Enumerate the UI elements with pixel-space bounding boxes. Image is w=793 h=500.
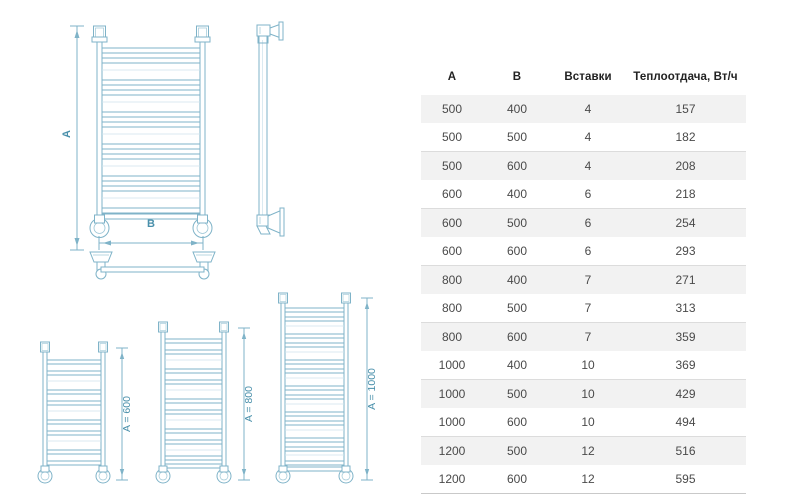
cell-inserts: 12 (581, 444, 595, 458)
svg-text:A: A (61, 130, 73, 138)
svg-text:A = 1000: A = 1000 (366, 368, 378, 410)
cell-inserts: 7 (584, 330, 592, 344)
mounting-bracket-view (89, 251, 216, 280)
cell-heat-output: 218 (675, 187, 696, 201)
table-row: 1000 500 10 429 (421, 379, 746, 408)
svg-text:A = 800: A = 800 (243, 386, 255, 422)
cell-a: 600 (441, 244, 463, 258)
cell-heat-output: 494 (675, 415, 696, 429)
column-header-b: B (512, 71, 522, 83)
dimension-line-a: A (61, 25, 84, 251)
cell-b: 400 (506, 358, 528, 372)
table-header: A B Вставки Теплоотдача, Вт/ч (421, 62, 746, 95)
cell-heat-output: 293 (675, 244, 696, 258)
cell-inserts: 6 (584, 216, 592, 230)
table-row: 1000 400 10 369 (421, 351, 746, 380)
svg-text:B: B (147, 218, 155, 230)
cell-b: 600 (506, 159, 528, 173)
table-row: 1200 600 12 595 (421, 465, 746, 494)
cell-a: 600 (441, 216, 463, 230)
cell-a: 1200 (438, 472, 466, 486)
cell-a: 1000 (438, 415, 466, 429)
table-row: 600 500 6 254 (421, 208, 746, 237)
column-header-a: A (447, 71, 457, 83)
cell-heat-output: 254 (675, 216, 696, 230)
cell-inserts: 4 (584, 159, 592, 173)
table-row: 800 600 7 359 (421, 322, 746, 351)
cell-heat-output: 595 (675, 472, 696, 486)
cell-a: 800 (441, 330, 463, 344)
cell-inserts: 6 (584, 244, 592, 258)
variant-drawing-1000: A = 1000 (275, 292, 378, 484)
cell-inserts: 4 (584, 102, 592, 116)
cell-a: 1000 (438, 358, 466, 372)
specifications-table: A B Вставки Теплоотдача, Вт/ч 500 400 4 157… (421, 62, 746, 494)
dimension-1000: A = 1000 (361, 297, 378, 481)
cell-b: 500 (506, 301, 528, 315)
cell-b: 500 (506, 216, 528, 230)
table-row: 600 600 6 293 (421, 237, 746, 266)
table-row: 500 600 4 208 (421, 151, 746, 180)
cell-a: 500 (441, 159, 463, 173)
cell-heat-output: 359 (675, 330, 696, 344)
cell-b: 500 (506, 387, 528, 401)
cell-heat-output: 271 (675, 273, 696, 287)
table-row: 800 400 7 271 (421, 265, 746, 294)
cell-b: 500 (506, 130, 528, 144)
cell-inserts: 4 (584, 130, 592, 144)
cell-inserts: 12 (581, 472, 595, 486)
cell-a: 800 (441, 301, 463, 315)
cell-heat-output: 313 (675, 301, 696, 315)
cell-heat-output: 182 (675, 130, 696, 144)
table-body: 500 400 4 157 500 500 4 182 500 600 4 208 600 400 6 218… (421, 95, 746, 494)
cell-a: 500 (441, 130, 463, 144)
column-header-heat-output: Теплоотдача, Вт/ч (633, 71, 738, 83)
cell-a: 1200 (438, 444, 466, 458)
table-row: 500 400 4 157 (421, 95, 746, 123)
cell-a: 500 (441, 102, 463, 116)
table-row: 1000 600 10 494 (421, 408, 746, 437)
cell-heat-output: 516 (675, 444, 696, 458)
column-header-inserts: Вставки (564, 71, 612, 83)
variant-drawing-800: A = 800 (155, 321, 255, 484)
cell-b: 400 (506, 102, 528, 116)
table-row: 800 500 7 313 (421, 294, 746, 323)
cell-inserts: 6 (584, 187, 592, 201)
cell-inserts: 10 (581, 387, 595, 401)
front-view-drawing: A (61, 25, 216, 280)
cell-b: 600 (506, 330, 528, 344)
cell-b: 600 (506, 472, 528, 486)
table-row: 1200 500 12 516 (421, 436, 746, 465)
cell-inserts: 7 (584, 273, 592, 287)
cell-inserts: 10 (581, 415, 595, 429)
table-row: 600 400 6 218 (421, 180, 746, 209)
table-header-row: A B Вставки Теплоотдача, Вт/ч (421, 62, 746, 95)
cell-inserts: 7 (584, 301, 592, 315)
cell-b: 400 (506, 187, 528, 201)
cell-heat-output: 429 (675, 387, 696, 401)
dimension-800: A = 800 (238, 327, 255, 481)
cell-b: 400 (506, 273, 528, 287)
cell-heat-output: 157 (675, 102, 696, 116)
cell-b: 500 (506, 444, 528, 458)
cell-heat-output: 208 (675, 159, 696, 173)
cell-a: 800 (441, 273, 463, 287)
cell-b: 600 (506, 415, 528, 429)
dimension-line-b: B (98, 218, 204, 250)
cell-b: 600 (506, 244, 528, 258)
table-row: 500 500 4 182 (421, 123, 746, 152)
side-view-drawing (256, 21, 285, 237)
cell-a: 600 (441, 187, 463, 201)
variant-drawing-600: A = 600 (37, 341, 133, 484)
svg-text:A = 600: A = 600 (121, 396, 133, 432)
cell-heat-output: 369 (675, 358, 696, 372)
cell-inserts: 10 (581, 358, 595, 372)
cell-a: 1000 (438, 387, 466, 401)
dimension-600: A = 600 (116, 347, 133, 481)
